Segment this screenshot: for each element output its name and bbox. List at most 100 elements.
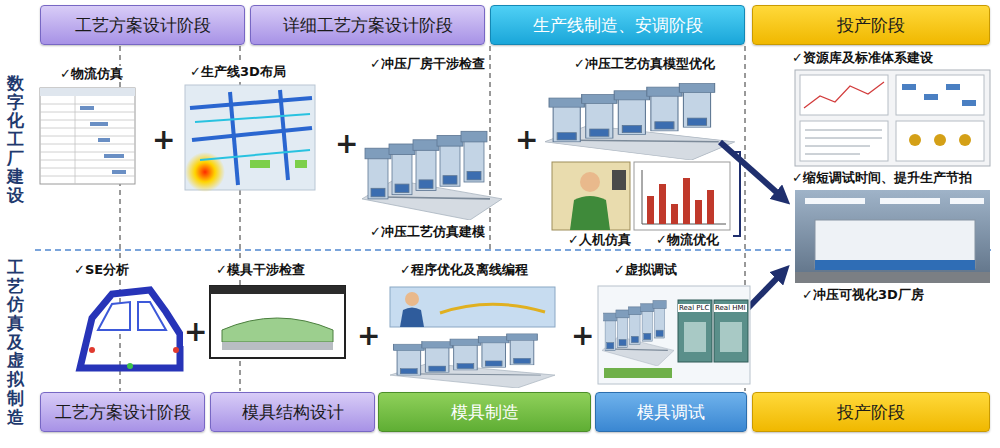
phase-name: 投产阶段 xyxy=(837,14,905,37)
logistics-bar-chart xyxy=(683,178,690,224)
resource-library-screens xyxy=(795,70,990,166)
logistics-table-image xyxy=(40,88,135,96)
check-item: ✓资源库及标准体系建设 xyxy=(790,50,935,66)
resource-library-screens xyxy=(896,121,984,161)
logistics-table-image xyxy=(40,88,135,184)
resource-library-screens xyxy=(805,138,882,139)
3d-layout-image xyxy=(295,160,307,168)
factory-photo xyxy=(880,198,940,204)
check-item: ✓缩短调试时间、提升生产节拍 xyxy=(790,170,974,186)
plus-sign: + xyxy=(334,130,359,158)
press-line-model xyxy=(390,334,555,388)
factory-photo xyxy=(950,198,984,204)
3d-layout-image xyxy=(250,160,270,168)
check-item: ✓冲压工艺仿真建模 xyxy=(368,224,487,240)
phase-bar: 工艺方案设计阶段 xyxy=(40,5,245,45)
offline-programming-image xyxy=(390,287,555,327)
die-interference-image xyxy=(222,342,333,350)
3d-layout-image xyxy=(195,114,310,122)
resource-library-screens xyxy=(959,134,971,146)
phase-name: 模具制造 xyxy=(451,401,519,424)
3d-layout-image xyxy=(200,150,310,160)
plus-sign: + xyxy=(183,318,208,346)
resource-library-screens xyxy=(805,146,870,147)
phase-bar: 模具结构设计 xyxy=(210,392,375,432)
virtual-commissioning-image xyxy=(714,300,748,362)
phase-guide-line xyxy=(490,46,491,250)
virtual-commissioning-image xyxy=(684,322,706,352)
check-item: ✓虚拟调试 xyxy=(612,262,679,278)
logistics-table-image xyxy=(104,154,124,158)
car-body-side-image xyxy=(127,363,133,369)
press-line-model xyxy=(362,131,502,220)
3d-layout-image xyxy=(190,98,312,108)
car-body-side-image xyxy=(173,347,179,353)
phase-bar: 详细工艺方案设计阶段 xyxy=(250,5,485,45)
check-item: ✓模具干涉检查 xyxy=(214,262,307,278)
phase-bar: 模具制造 xyxy=(378,392,591,432)
logistics-table-image xyxy=(80,106,94,110)
row-title: 工艺仿真及虚拟制造 xyxy=(6,256,25,428)
logistics-table-image xyxy=(80,106,126,174)
die-interference-image xyxy=(222,318,333,342)
offline-programming-image xyxy=(390,287,555,327)
logistics-table-image xyxy=(90,122,108,126)
factory-photo xyxy=(815,260,975,270)
resource-library-screens xyxy=(800,121,888,161)
car-body-side-image xyxy=(127,363,133,369)
phase-guide-line xyxy=(120,46,745,391)
car-body-side-image xyxy=(98,302,130,330)
flow-arrow xyxy=(720,142,783,198)
phase-name: 工艺方案设计阶段 xyxy=(55,401,191,424)
press-line-model xyxy=(545,83,735,160)
check-item: ✓SE分析 xyxy=(72,262,131,278)
logistics-table-image xyxy=(40,160,135,161)
logistics-bar-chart xyxy=(671,204,678,224)
bracket xyxy=(733,152,740,236)
3d-layout-image xyxy=(230,92,238,185)
phase-name: 生产线制造、安调阶段 xyxy=(533,14,703,37)
factory-photo xyxy=(805,198,984,204)
press-line-model xyxy=(602,301,674,366)
3d-layout-image xyxy=(250,160,307,168)
offline-programming-image xyxy=(440,304,545,313)
logistics-table-image xyxy=(40,176,135,177)
resource-library-screens xyxy=(946,84,960,90)
check-item: ✓生产线3D布局 xyxy=(188,64,288,80)
phase-bar: 投产阶段 xyxy=(752,392,990,432)
plus-sign: + xyxy=(356,322,381,350)
logistics-bar-chart xyxy=(707,190,714,224)
3d-layout-image xyxy=(192,128,312,140)
virtual-commissioning-image xyxy=(720,322,742,352)
check-item: ✓冲压厂房干涉检查 xyxy=(368,56,487,72)
logistics-bar-chart xyxy=(634,162,730,230)
car-body-side-image xyxy=(89,347,95,353)
check-item: ✓冲压工艺仿真模型优化 xyxy=(572,56,717,72)
car-body-side-image xyxy=(138,302,166,330)
logistics-table-image xyxy=(112,170,126,174)
row-title: 数字化工厂建设 xyxy=(6,72,25,207)
factory-photo xyxy=(795,190,990,283)
3d-layout-image xyxy=(195,114,310,160)
resource-library-screens xyxy=(804,82,884,108)
device-label: Real PLC xyxy=(678,304,710,312)
device-label: Real HMI xyxy=(714,304,747,312)
virtual-commissioning-image xyxy=(678,300,712,362)
factory-photo xyxy=(795,190,990,283)
logistics-table-image xyxy=(40,104,135,105)
logistics-table-image xyxy=(40,88,135,184)
resource-library-screens xyxy=(805,130,882,154)
logistics-table-image xyxy=(40,152,135,153)
resource-library-screens xyxy=(805,154,860,155)
plus-sign: + xyxy=(151,126,176,154)
logistics-table-image xyxy=(40,96,135,184)
ergonomics-photo xyxy=(580,172,600,192)
check-item: ✓冲压可视化3D厂房 xyxy=(800,287,926,303)
phase-bar: 工艺方案设计阶段 xyxy=(40,392,205,432)
logistics-bar-chart xyxy=(642,170,643,224)
3d-layout-image xyxy=(280,90,288,180)
logistics-table-image xyxy=(40,136,135,137)
resource-library-screens xyxy=(795,70,990,166)
resource-library-screens xyxy=(962,100,976,106)
3d-layout-image xyxy=(185,85,315,192)
